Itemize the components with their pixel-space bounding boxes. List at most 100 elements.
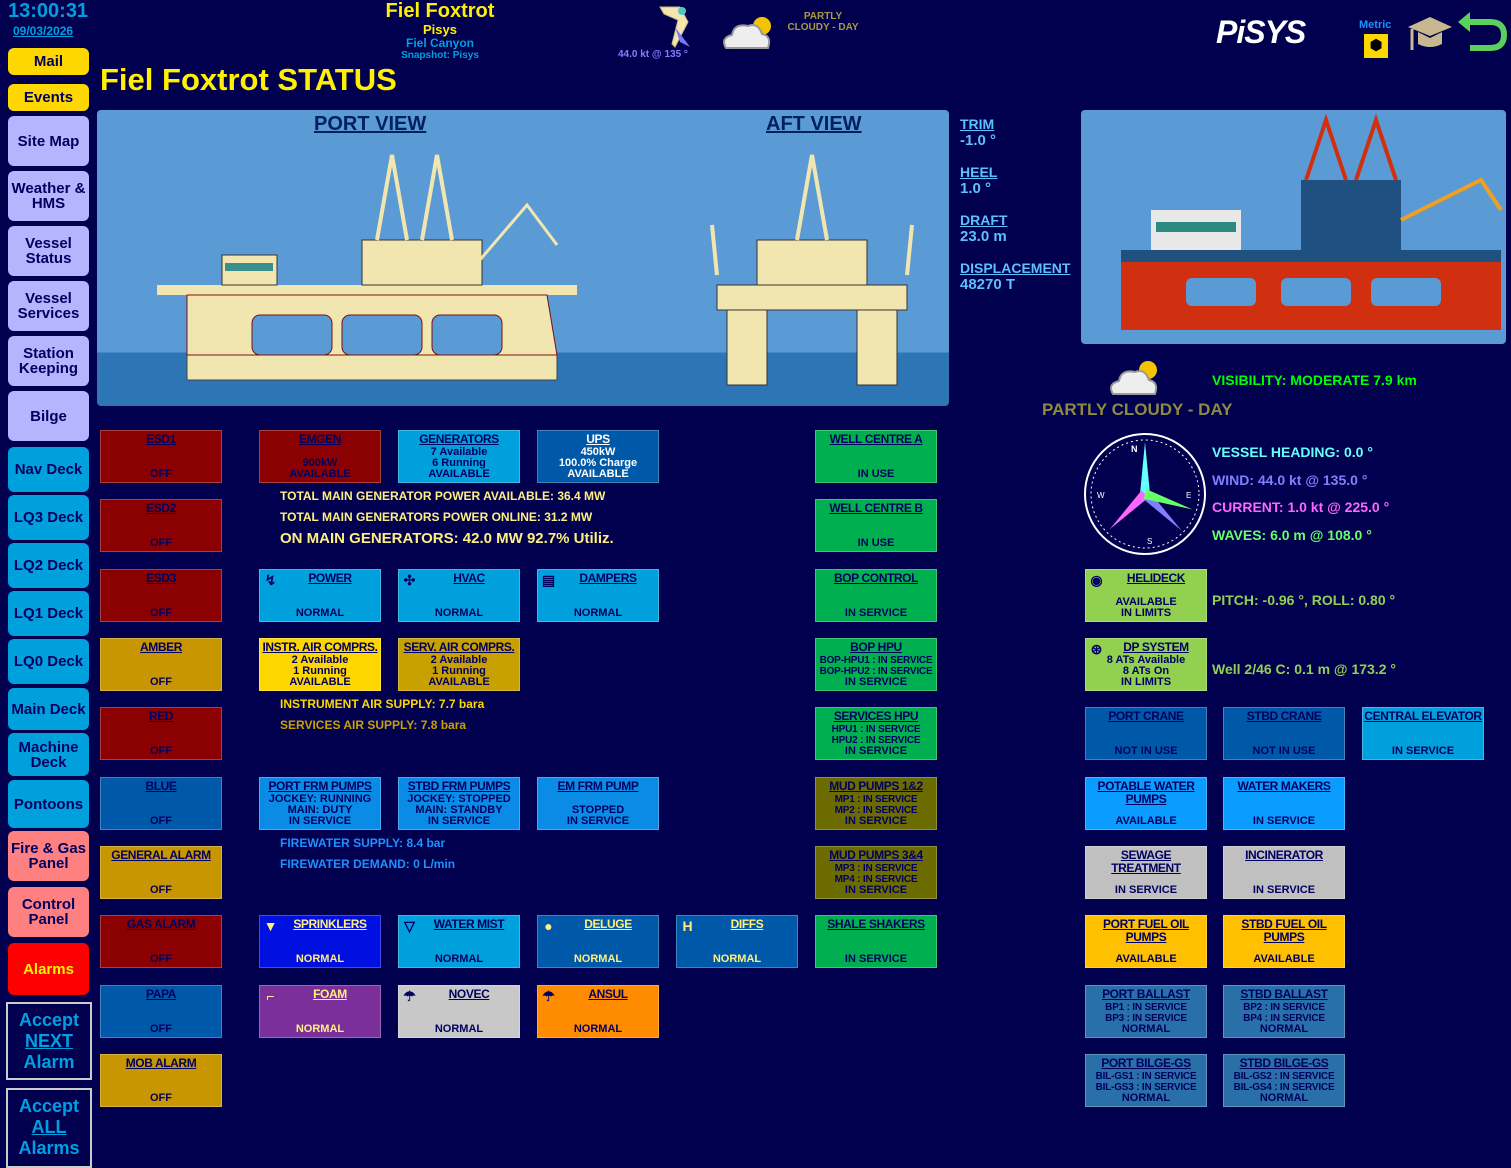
tile-title: MUD PUMPS 1&2 [829,779,923,793]
nav-lq0-deck[interactable]: LQ0 Deck [8,639,89,684]
tile-status-line: AVAILABLE [428,468,490,480]
tile-title: POTABLE WATER PUMPS [1097,779,1195,806]
nav-lq3-deck[interactable]: LQ3 Deck [8,495,89,540]
nav-bilge[interactable]: Bilge [8,391,89,441]
training-cap-icon[interactable] [1406,12,1452,54]
nav-control-panel[interactable]: Control Panel [8,887,89,937]
tile-status-line: IN SERVICE [566,815,630,827]
nav-weather-hms[interactable]: Weather & HMS [8,171,89,221]
back-arrow-icon[interactable] [1456,8,1508,52]
waves-text: WAVES: 6.0 m @ 108.0 ° [1212,527,1372,543]
tile-title: STBD BALLAST [1240,987,1328,1001]
tile-status: IN SERVICE [817,954,935,965]
tile-status: NORMAL [261,954,379,965]
tile-status-line: BIL-GS4 : IN SERVICE [1233,1082,1335,1093]
nav-nav-deck[interactable]: Nav Deck [8,447,89,492]
tile-status-line: 6 Running [432,457,486,469]
units-cube-icon[interactable]: ⬢ [1364,34,1388,58]
nav-machine-deck[interactable]: Machine Deck [8,733,89,776]
date: 09/03/2026 [13,24,74,38]
wind-text: WIND: 44.0 kt @ 135.0 ° [1212,472,1368,488]
tile-title: MOB ALARM [125,1056,197,1070]
nav-fire-gas-panel[interactable]: Fire & Gas Panel [8,831,89,881]
nav-mail[interactable]: Mail [8,48,89,75]
nav-station-keeping[interactable]: Station Keeping [8,336,89,386]
nav-vessel-status[interactable]: Vessel Status [8,226,89,276]
tile-status: OFF [102,608,220,619]
generator-utilization: ON MAIN GENERATORS: 42.0 MW 92.7% Utiliz… [280,530,614,547]
nav-lq2-deck[interactable]: LQ2 Deck [8,543,89,588]
tile-status-line: 2 Available [430,654,488,666]
displacement-label: DISPLACEMENT [960,260,1071,276]
nav-vessel-services[interactable]: Vessel Services [8,281,89,331]
nav-main-deck[interactable]: Main Deck [8,688,89,730]
nav-pontoons[interactable]: Pontoons [8,780,89,828]
tile-status-line: NORMAL [295,953,345,965]
tile-status-line: BIL-GS3 : IN SERVICE [1095,1082,1197,1093]
units-label[interactable]: Metric [1359,19,1392,31]
nav-events[interactable]: Events [8,84,89,111]
vessel-views-panel: PORT VIEW AFT VIEW [97,110,949,406]
tile-status-line: IN USE [857,468,895,480]
tile-status: NORMAL [400,954,518,965]
nav-lq1-deck[interactable]: LQ1 Deck [8,591,89,636]
nav-site-map[interactable]: Site Map [8,116,89,166]
nav-alarms[interactable]: Alarms [8,943,89,995]
